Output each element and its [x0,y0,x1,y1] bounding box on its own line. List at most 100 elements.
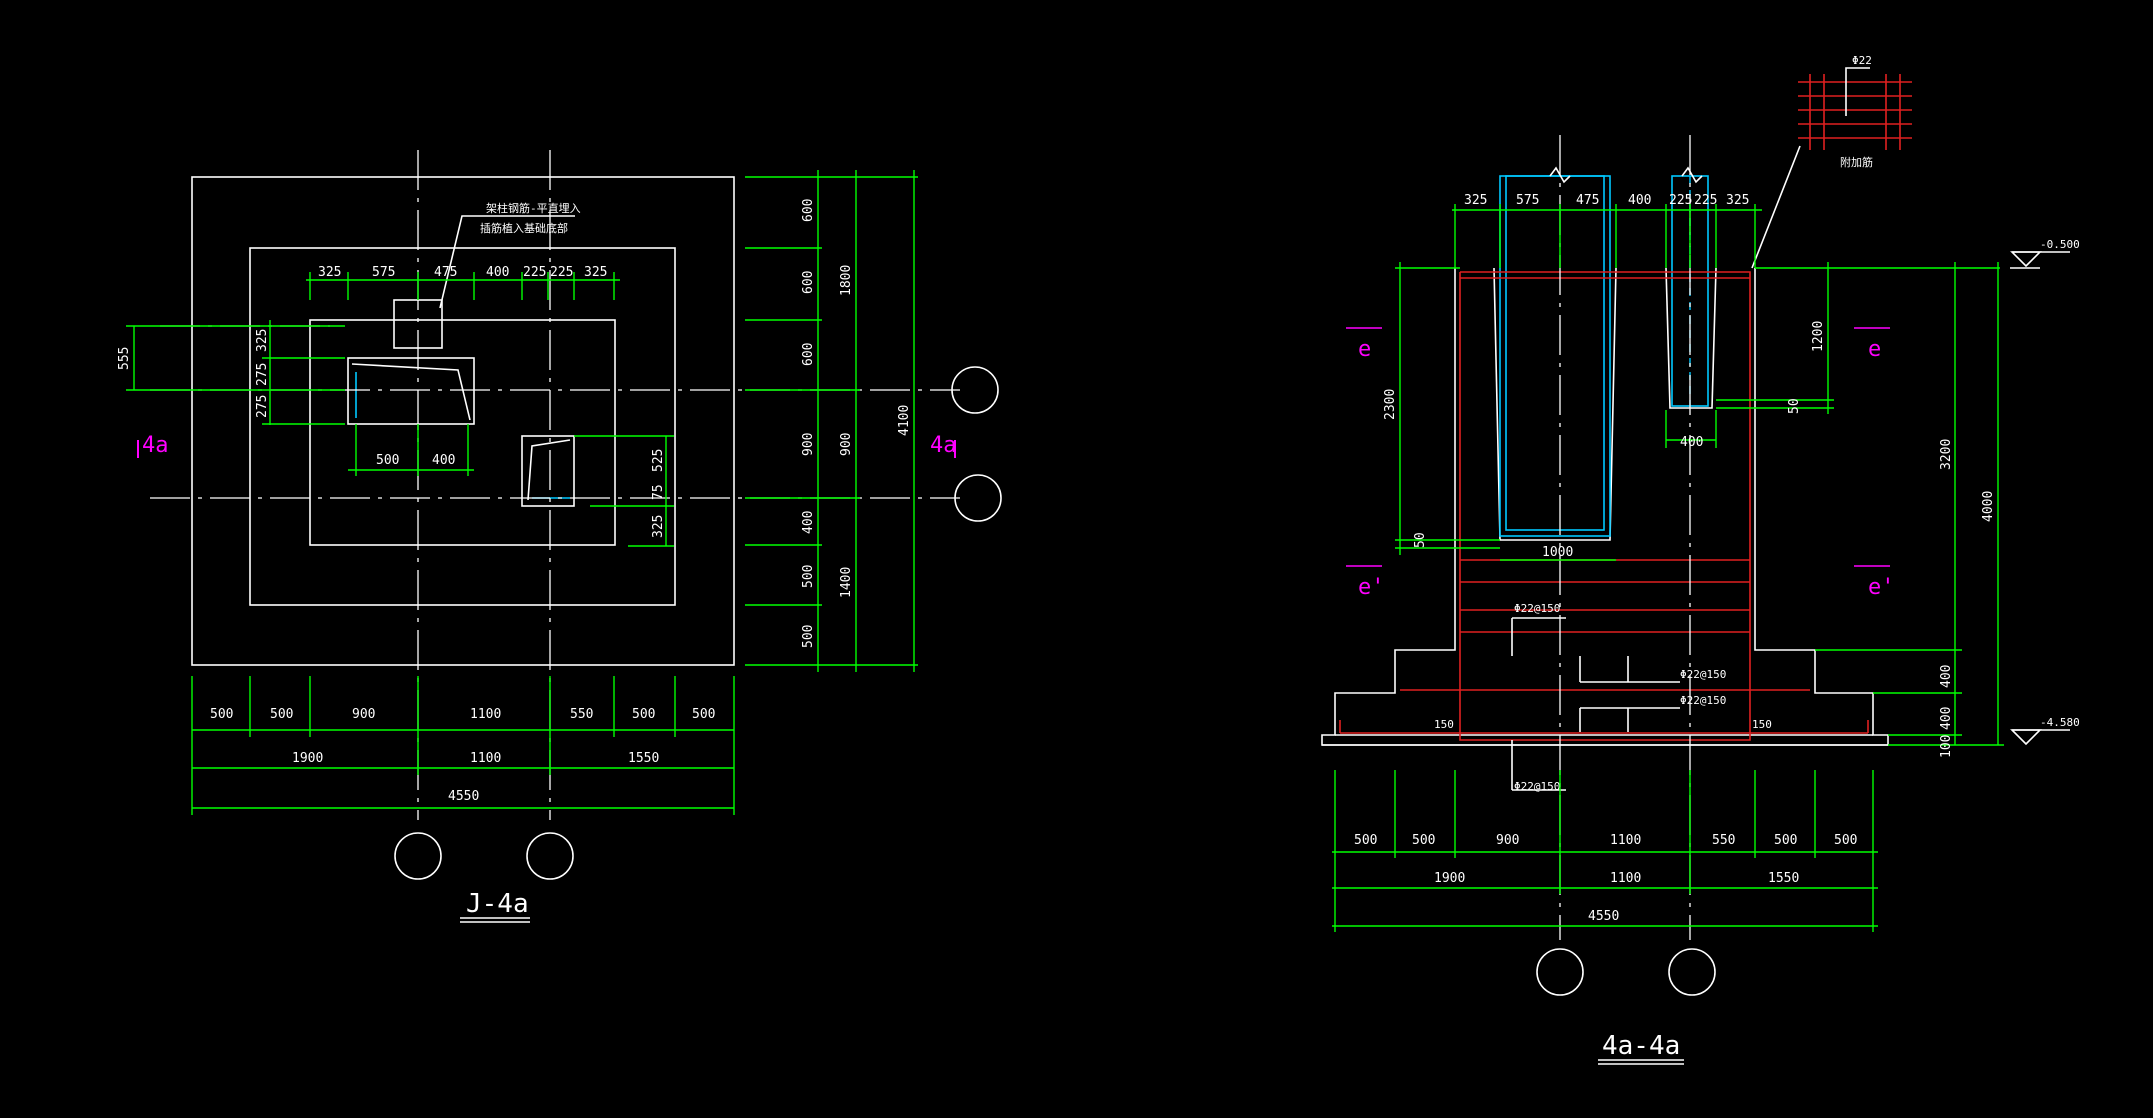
plan-dim-mid-1: 1800 [839,265,854,296]
plan-dim-left-2: 325 [255,329,270,352]
plan-dim-inner-5: 325 [651,515,666,538]
plan-axis-bubble-bottom-2 [526,832,574,880]
plan-dim-bottom-5: 550 [570,707,593,722]
plan-column-pocket-right [521,435,575,507]
plan-dim-mid-3: 1400 [839,567,854,598]
section-dim-bottom-6: 500 [1774,833,1797,848]
plan-left-dimensions: 555 325 275 275 [117,320,345,425]
section-rebar-top-label: Φ22 [1852,54,1872,67]
plan-dim-outer: 4100 [897,405,912,436]
plan-dim-bottom-7: 500 [692,707,715,722]
plan-right-dimensions: 600 600 600 900 400 500 500 1800 900 140… [745,170,918,672]
section-dim-right-5: 400 [1939,665,1954,688]
plan-dim-right-3: 600 [801,343,816,366]
plan-note-line1: 架柱钢筋-平直埋入 [486,201,581,215]
section-small-dim-2: 150 [1752,718,1772,731]
plan-dim-bottom-row2-2: 1100 [470,751,501,766]
section-dim-bottom-4: 1100 [1610,833,1641,848]
section-dim-top-4: 400 [1628,193,1651,208]
section-pocket-right [1665,267,1717,409]
plan-dim-right-7: 500 [801,625,816,648]
section-view: Φ22 附加筋 325 575 475 400 225 225 325 [1321,54,2080,1065]
plan-dim-right-4: 900 [801,433,816,456]
section-dim-bottom-2: 500 [1412,833,1435,848]
plan-dim-top-4: 400 [486,265,509,280]
section-dim-right-2: 50 [1787,398,1802,414]
section-dim-right-7: 100 [1939,735,1954,758]
section-e-mark-3: e' [1358,575,1385,600]
plan-inner-step [309,319,616,546]
plan-dim-top-3: 475 [434,265,457,280]
section-dim-left-2: 50 [1413,532,1428,548]
plan-pocket-left-detail [351,363,471,421]
section-rebar-grid: Φ22 附加筋 [1751,54,1912,269]
section-dim-top-1: 325 [1464,193,1487,208]
plan-dim-bottom-total: 4550 [448,789,479,804]
plan-dim-top-7: 325 [584,265,607,280]
section-column-left [1499,175,1611,537]
section-dim-inner-400: 400 [1680,435,1703,450]
section-rebar-label-3: Φ22@150 [1680,694,1726,707]
section-elev-bottom-label: -4.580 [2040,716,2080,729]
plan-dim-top-2: 575 [372,265,395,280]
plan-dim-top-6: 225 [550,265,573,280]
section-e-mark-1: e [1358,337,1371,362]
section-right-dimensions: 1200 50 3200 4000 400 400 100 [1716,262,2004,758]
section-dim-bottom-3: 900 [1496,833,1519,848]
plan-dim-inner-3: 75 [651,484,666,500]
plan-view: 4a 4a 架柱钢筋-平直埋入 插筋植入基础底部 325 575 475 400… [117,150,1002,923]
plan-dim-inner-2: 400 [432,453,455,468]
plan-dim-bottom-6: 500 [632,707,655,722]
plan-axis-bubble-bottom-1 [394,832,442,880]
section-dim-top-6: 225 [1694,193,1717,208]
section-dim-top-7: 325 [1726,193,1749,208]
section-dim-left-1: 2300 [1383,389,1398,420]
plan-column-pocket-left [347,357,475,425]
section-dim-bottom-total: 4550 [1588,909,1619,924]
section-column-left-inner [1505,175,1605,531]
section-rebar-callouts: Φ22@150 Φ22@150 Φ22@150 Φ22@150 150 150 [1434,602,1772,793]
plan-dim-bottom-1: 500 [210,707,233,722]
section-concrete-outline [1321,268,1889,746]
section-dim-bottom-1: 500 [1354,833,1377,848]
section-dim-right-1: 1200 [1811,321,1826,352]
plan-dim-bottom-row2-1: 1900 [292,751,323,766]
plan-pocket-right-detail [527,439,571,501]
plan-section-mark-right: 4a [930,433,957,458]
plan-dim-right-1: 600 [801,199,816,222]
section-dim-inner-1000: 1000 [1542,545,1573,560]
plan-dim-mid-2: 900 [839,433,854,456]
section-e-mark-4: e' [1868,575,1895,600]
section-dim-bottom-5: 550 [1712,833,1735,848]
plan-dim-bottom-2: 500 [270,707,293,722]
plan-middle-step [249,247,676,606]
section-dim-bottom-row2-2: 1100 [1610,871,1641,886]
plan-dim-top-1: 325 [318,265,341,280]
section-bottom-dimensions: 500 500 900 1100 550 500 500 1900 1100 1… [1332,770,1878,932]
section-elevation-top: -0.500 [2010,238,2080,269]
section-rebar-label-2: Φ22@150 [1680,668,1726,681]
plan-bottom-dimensions: 500 500 900 1100 550 500 500 1900 1100 1… [191,676,735,815]
plan-dim-right-5: 400 [801,511,816,534]
plan-axis-bubble-right-2 [954,474,1002,522]
plan-dim-left-1: 555 [117,347,132,370]
plan-dim-bottom-3: 900 [352,707,375,722]
section-rebar-label-1: Φ22@150 [1514,602,1560,615]
section-dim-bottom-row2-3: 1550 [1768,871,1799,886]
plan-dim-inner-1: 500 [376,453,399,468]
plan-title: J-4a [466,889,529,919]
section-dim-top-2: 575 [1516,193,1539,208]
section-dim-top-3: 475 [1576,193,1599,208]
section-top-dimensions: 325 575 475 400 225 225 325 [1452,166,1762,268]
section-axis-bubble-1 [1536,948,1584,996]
plan-axis-bubble-right-1 [951,366,999,414]
section-dim-top-5: 225 [1669,193,1692,208]
plan-note-line2: 插筋植入基础底部 [480,221,568,235]
plan-dim-right-6: 500 [801,565,816,588]
section-e-marks: e e e' e' [1346,327,1895,600]
section-pocket-left [1493,267,1617,541]
section-elev-top-label: -0.500 [2040,238,2080,251]
plan-dim-left-4: 275 [255,395,270,418]
section-dim-right-6: 400 [1939,707,1954,730]
